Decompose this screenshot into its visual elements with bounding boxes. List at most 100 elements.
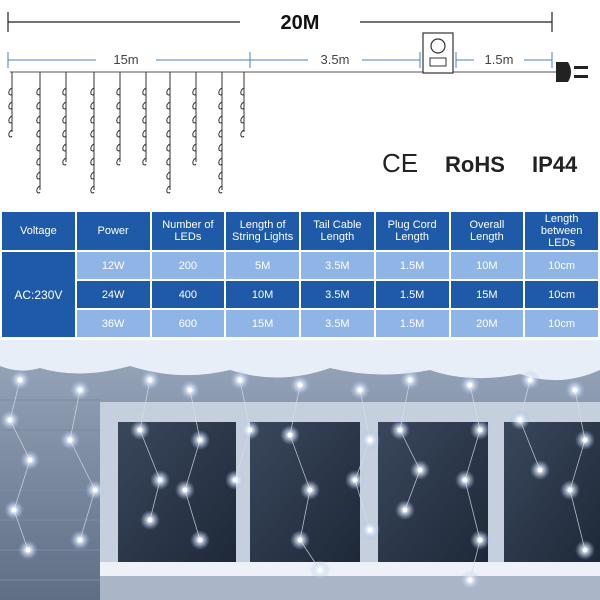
table-cell: 600 <box>151 310 225 337</box>
led-bulb-icon <box>218 87 223 96</box>
led-bulb-icon <box>90 157 95 166</box>
product-photo <box>0 340 600 600</box>
table-cell: 10cm <box>525 281 598 308</box>
table-cell: 5M <box>226 252 299 279</box>
led-bulb-icon <box>90 101 95 110</box>
led-bulb-icon <box>142 157 147 166</box>
led-bulb <box>527 377 533 383</box>
led-bulb-icon <box>90 115 95 124</box>
led-bulb <box>67 437 73 443</box>
table-cell: 36W <box>76 310 150 337</box>
led-bulb-icon <box>36 129 41 138</box>
led-bulb-icon <box>62 143 67 152</box>
led-bulb-icon <box>36 157 41 166</box>
led-bulb <box>397 427 403 433</box>
led-bulb-icon <box>36 87 41 96</box>
led-bulb-icon <box>142 101 147 110</box>
table-cell: 200 <box>151 252 225 279</box>
led-bulb-icon <box>62 129 67 138</box>
led-bulb-icon <box>218 143 223 152</box>
ip44-label: IP44 <box>532 152 578 177</box>
led-bulb-icon <box>116 101 121 110</box>
led-bulb-icon <box>116 129 121 138</box>
header-length-between-leds: Length between LEDs <box>525 212 598 250</box>
window-sill <box>100 576 600 600</box>
window-sill-snow <box>100 562 600 576</box>
icicle-strands <box>8 72 245 194</box>
led-bulb <box>157 477 163 483</box>
led-bulb-icon <box>166 115 171 124</box>
total-length-label: 20M <box>281 12 320 34</box>
led-bulb <box>467 577 473 583</box>
led-bulb <box>537 467 543 473</box>
wall-siding <box>0 399 100 581</box>
header-tail-cable-length: Tail Cable Length <box>301 212 374 250</box>
led-bulb-icon <box>192 129 197 138</box>
total-dimension: 20M <box>7 12 553 34</box>
led-bulb <box>187 387 193 393</box>
led-bulb-icon <box>166 185 171 194</box>
light-wire <box>569 389 586 551</box>
led-bulb <box>7 417 13 423</box>
led-bulb <box>27 457 33 463</box>
led-bulb-icon <box>62 87 67 96</box>
led-bulb-icon <box>116 143 121 152</box>
window-pane-right <box>378 422 488 562</box>
led-bulb-icon <box>166 129 171 138</box>
led-bulb <box>197 437 203 443</box>
led-bulb-icon <box>8 101 13 110</box>
led-bulb <box>367 527 373 533</box>
led-bulb-icon <box>36 171 41 180</box>
led-bulb-icon <box>142 115 147 124</box>
led-bulb-icon <box>240 115 245 124</box>
header-overall-length: Overall Length <box>450 212 524 250</box>
led-bulb-icon <box>36 185 41 194</box>
led-bulb-icon <box>218 185 223 194</box>
led-bulb-icon <box>166 143 171 152</box>
table-cell: 10M <box>226 281 299 308</box>
string-length-label: 15m <box>113 52 138 67</box>
table-cell: 1.5M <box>375 252 449 279</box>
led-bulb <box>232 477 238 483</box>
controller-box-icon <box>422 32 454 74</box>
voltage-cell: AC:230V <box>2 252 75 337</box>
led-bulb <box>25 547 31 553</box>
led-bulb-icon <box>142 129 147 138</box>
led-bulb-icon <box>218 129 223 138</box>
table-row: 36W 600 15M 3.5M 1.5M 20M 10cm <box>2 310 598 337</box>
led-bulb-icon <box>166 157 171 166</box>
led-bulb-icon <box>90 87 95 96</box>
table-cell: 3.5M <box>301 252 374 279</box>
led-bulb-icon <box>166 87 171 96</box>
led-bulb-icon <box>116 87 121 96</box>
table-cell: 15M <box>226 310 299 337</box>
table-row: AC:230V 12W 200 5M 3.5M 1.5M 10M 10cm <box>2 252 598 337</box>
led-bulb <box>417 467 423 473</box>
header-number-of-leds: Number of LEDs <box>151 212 225 250</box>
led-bulb <box>92 487 98 493</box>
led-bulb <box>137 427 143 433</box>
led-bulb-icon <box>192 157 197 166</box>
table-cell: 3.5M <box>301 310 374 337</box>
table-cell: 400 <box>151 281 225 308</box>
led-bulb <box>582 547 588 553</box>
table-cell: 20M <box>450 310 524 337</box>
led-bulb-icon <box>218 115 223 124</box>
led-bulb-icon <box>218 157 223 166</box>
led-bulb <box>517 417 523 423</box>
led-bulb-icon <box>36 143 41 152</box>
light-wire <box>399 379 421 511</box>
led-bulb-icon <box>192 115 197 124</box>
icicle-light-diagram: 20M 15m 3.5m 1.5m CE RoHS IP44 <box>7 12 588 194</box>
icicle-lights-photo <box>0 370 595 590</box>
table-cell: 3.5M <box>301 281 374 308</box>
led-bulb <box>582 437 588 443</box>
led-bulb <box>297 382 303 388</box>
led-bulb-icon <box>218 171 223 180</box>
table-cell: 1.5M <box>375 281 449 308</box>
led-bulb <box>11 507 17 513</box>
led-bulb-icon <box>218 101 223 110</box>
table-cell: 15M <box>450 281 524 308</box>
led-bulb-icon <box>36 101 41 110</box>
spec-table: Voltage Power Number of LEDs Length of S… <box>0 210 600 339</box>
